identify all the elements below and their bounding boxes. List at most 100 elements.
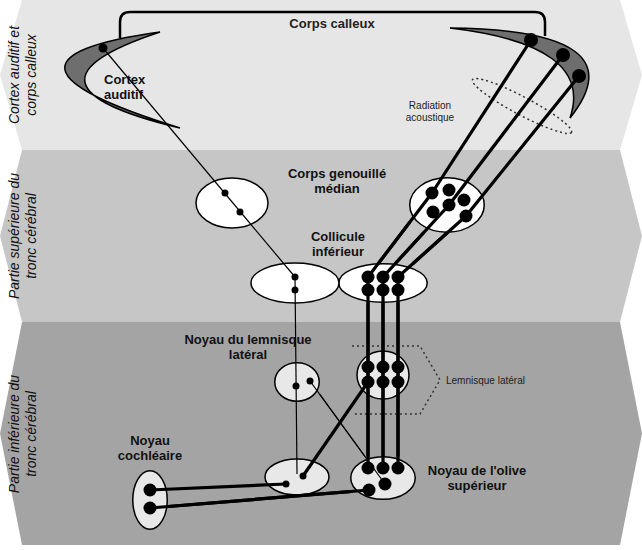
- thick-pathway: [383, 205, 449, 277]
- thick-pathway: [398, 216, 466, 277]
- neuron-dot: [362, 361, 375, 374]
- thick-pathway: [432, 40, 531, 193]
- dotted-bracket: [352, 346, 440, 414]
- band-outline: [0, 0, 642, 150]
- ellipse-outline: [274, 362, 320, 402]
- connector-line: [366, 303, 369, 456]
- neuron-dot: [427, 206, 440, 219]
- ellipse-shape: [339, 264, 428, 303]
- neuron-dot: [292, 274, 299, 281]
- nucleus-ellipse: Collicule inférieur: [338, 263, 428, 303]
- thick-pathway: [150, 490, 369, 508]
- connector-line: [168, 492, 350, 507]
- connector-line: [320, 395, 365, 456]
- thick-pathway: [466, 76, 579, 216]
- ellipse-shape: [410, 178, 485, 233]
- connector-line: [381, 303, 384, 456]
- thin-pathway: [295, 277, 297, 474]
- neuron-dot: [377, 361, 390, 374]
- neuron-dot: [392, 271, 405, 284]
- neuron-dot: [392, 361, 405, 374]
- node-label: Corps genouillé médian: [278, 166, 396, 196]
- neuron-dot: [458, 194, 471, 207]
- dotted-outline: [468, 72, 575, 140]
- crescent-group: [65, 32, 180, 128]
- neuron-dot: [443, 184, 456, 197]
- neuron-dot: [292, 287, 299, 294]
- neuron-dot: [362, 284, 375, 297]
- thick-pathway: [381, 277, 384, 468]
- band-shape: [0, 150, 642, 322]
- ellipse-outline: [350, 456, 416, 500]
- pathway-connector: [379, 223, 447, 263]
- neuron-dot: [443, 199, 456, 212]
- neuron-dot: [222, 190, 229, 197]
- nucleus-ellipse: [265, 459, 329, 495]
- thick-pathway: [150, 484, 286, 490]
- region-label: Cortex auditif et corps calleux: [6, 10, 40, 140]
- band-shape: [0, 322, 642, 545]
- connector-line: [379, 223, 409, 263]
- pathway-connector: [320, 395, 365, 456]
- thin-pathway: [310, 381, 385, 484]
- region-label: Partie inférieure du tronc cérébral: [6, 359, 40, 509]
- neuron-dot: [283, 481, 290, 488]
- crescent-shape: [65, 32, 180, 128]
- connector-line: [396, 233, 424, 263]
- neuron-dot: [99, 44, 108, 53]
- nucleus-ellipse: [357, 351, 409, 399]
- region-band: Partie supérieure du tronc cérébral Corps…: [0, 150, 642, 322]
- node-label: Collicule inférieur: [298, 229, 378, 259]
- neuron-dot: [392, 376, 405, 389]
- region-band: Partie inférieure du tronc cérébralNoyau…: [0, 322, 642, 545]
- neuron-dot: [144, 502, 157, 515]
- neuron-dot: [379, 478, 392, 491]
- neuron-dot: [524, 33, 538, 47]
- connector-line: [414, 233, 447, 263]
- thick-pathway: [303, 382, 368, 476]
- nucleus-ellipse: Noyau du lemnisque latéral: [274, 362, 320, 402]
- ellipse-shape: [133, 471, 168, 530]
- thick-pathway: [396, 277, 399, 468]
- neuron-dot: [426, 187, 439, 200]
- neuron-dot: [377, 376, 390, 389]
- ellipse-outline: [409, 177, 485, 233]
- ellipse-shape: [275, 363, 320, 402]
- band-shape: [0, 0, 642, 150]
- neuron-dot: [144, 484, 157, 497]
- thick-pathway: [368, 193, 432, 277]
- pathway-connector: [368, 303, 398, 456]
- nucleus-ellipse: Noyau de l'olive supérieur: [350, 456, 416, 500]
- ellipse-outline: [338, 263, 428, 303]
- region-band: Cortex auditif et corps calleux Cortex au…: [0, 0, 642, 150]
- neuron-dot: [362, 376, 375, 389]
- node-label: Noyau du lemnisque latéral: [182, 332, 314, 362]
- pathway-connector: [168, 492, 350, 507]
- neuron-dot: [307, 378, 314, 385]
- neuron-dot: [377, 284, 390, 297]
- neuron-dot: [293, 383, 300, 390]
- callosum-bracket: [120, 12, 545, 38]
- ellipse-shape: [351, 457, 416, 500]
- nucleus-ellipse: [196, 178, 268, 228]
- neuron-dot: [377, 462, 390, 475]
- cortex-crescent: Cortex auditif: [58, 28, 184, 132]
- band-outline: [0, 322, 642, 545]
- ellipse-outline: [132, 470, 168, 530]
- neuron-dot: [556, 48, 570, 62]
- neuron-dot: [362, 462, 375, 475]
- neuron-dot: [362, 271, 375, 284]
- region-label: Partie supérieure du tronc cérébral: [6, 161, 40, 311]
- thin-pathway: [103, 48, 295, 277]
- thick-pathway: [366, 277, 369, 468]
- neuron-dot: [363, 484, 376, 497]
- nucleus-ellipse: Corps genouillé médian: [409, 177, 485, 233]
- node-label: Noyau cochléaire: [108, 433, 192, 463]
- cortex-crescent: [450, 28, 589, 118]
- neuron-dot: [237, 209, 244, 216]
- neuron-dot: [377, 271, 390, 284]
- connector-line: [396, 303, 399, 456]
- node-label: Noyau de l'olive supérieur: [420, 463, 534, 493]
